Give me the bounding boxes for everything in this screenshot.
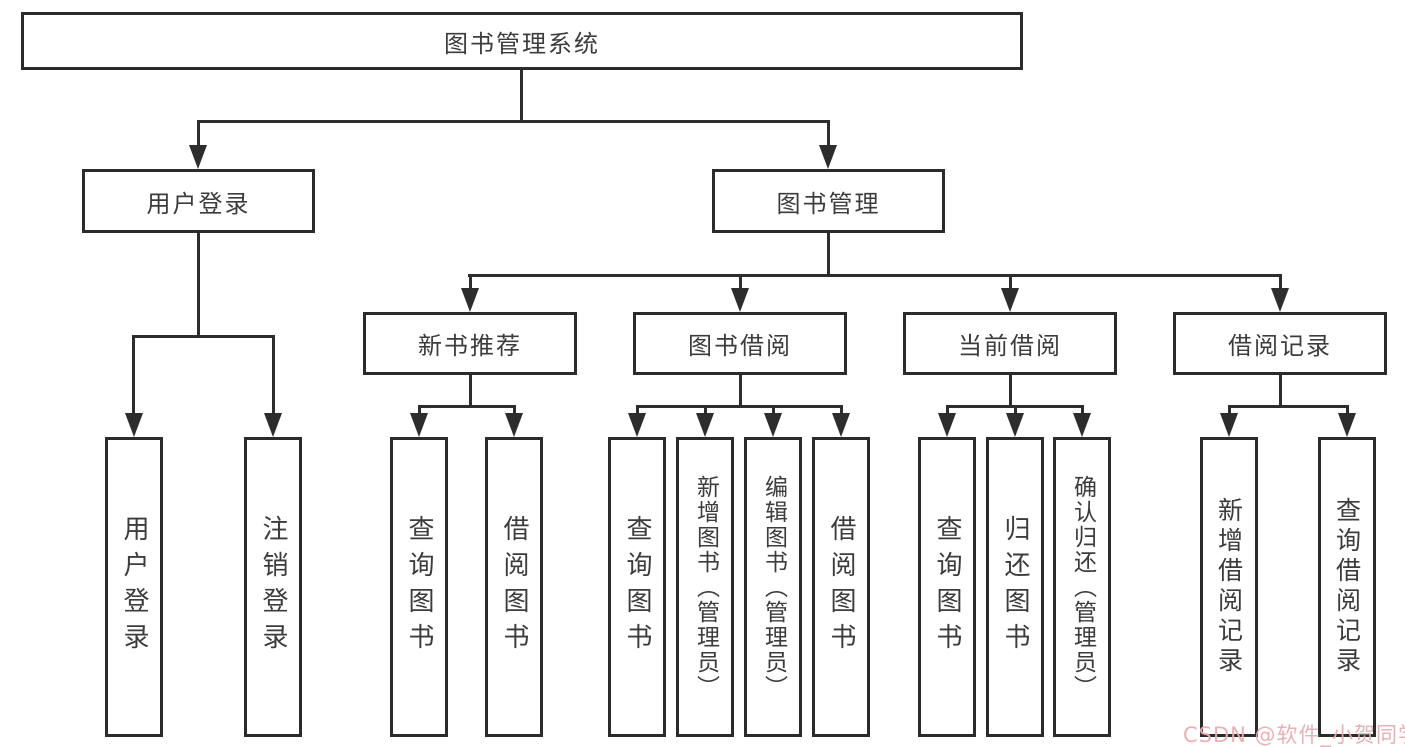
connector-line (197, 233, 200, 337)
leaf-edit-book-admin-label: 编辑图书（管理员） (760, 474, 787, 700)
leaf-query-books-current: 查询图书 (918, 437, 976, 737)
leaf-query-books-borrowing: 查询图书 (608, 437, 666, 737)
down-arrow-icon (628, 413, 646, 437)
leaf-borrow-books-recommend-label: 借阅图书 (499, 515, 529, 659)
leaf-query-books-recommend: 查询图书 (390, 437, 448, 737)
connector-line (418, 405, 516, 408)
down-arrow-icon (696, 413, 714, 437)
leaf-add-book-admin: 新增图书（管理员） (676, 437, 734, 737)
leaf-add-book-admin-label: 新增图书（管理员） (692, 474, 719, 700)
leaf-return-books: 归还图书 (986, 437, 1044, 737)
leaf-confirm-return-admin-label: 确认归还（管理员） (1069, 474, 1096, 700)
down-arrow-icon (731, 288, 749, 312)
csdn-watermark: CSDN @软件_小贺同学 (1183, 723, 1405, 747)
leaf-logout: 注销登录 (244, 437, 302, 737)
node-user-login: 用户登录 (82, 169, 315, 233)
down-arrow-icon (125, 413, 143, 437)
connector-line (1279, 375, 1282, 408)
down-arrow-icon (461, 288, 479, 312)
down-arrow-icon (410, 413, 428, 437)
connector-line (636, 405, 639, 417)
leaf-return-books-label: 归还图书 (1000, 515, 1030, 659)
node-book-borrowing-label: 图书借阅 (688, 332, 792, 360)
down-arrow-icon (189, 145, 207, 169)
down-arrow-icon (938, 413, 956, 437)
connector-line (469, 375, 472, 408)
down-arrow-icon (1220, 413, 1238, 437)
node-root-label: 图书管理系统 (444, 29, 600, 58)
leaf-borrow-books-borrowing: 借阅图书 (812, 437, 870, 737)
leaf-borrow-books-recommend: 借阅图书 (485, 437, 543, 737)
connector-line (1014, 405, 1017, 417)
down-arrow-icon (1338, 413, 1356, 437)
leaf-query-borrow-record-label: 查询借阅记录 (1332, 497, 1362, 677)
down-arrow-icon (1073, 413, 1091, 437)
connector-line (1279, 274, 1282, 291)
node-borrowing-records: 借阅记录 (1173, 312, 1387, 375)
leaf-logout-label: 注销登录 (258, 515, 288, 659)
down-arrow-icon (264, 413, 282, 437)
node-user-login-label: 用户登录 (146, 189, 251, 218)
leaf-borrow-books-borrowing-label: 借阅图书 (826, 515, 856, 659)
connector-line (827, 120, 830, 148)
connector-line (704, 405, 707, 417)
leaf-user-login-label: 用户登录 (119, 515, 149, 659)
connector-line (197, 120, 830, 123)
connector-line (636, 405, 843, 408)
connector-line (946, 405, 949, 417)
down-arrow-icon (1001, 288, 1019, 312)
down-arrow-icon (832, 413, 850, 437)
leaf-add-borrow-record: 新增借阅记录 (1200, 437, 1258, 737)
down-arrow-icon (764, 413, 782, 437)
connector-line (469, 274, 472, 291)
leaf-edit-book-admin: 编辑图书（管理员） (744, 437, 802, 737)
node-book-management-label: 图书管理 (776, 189, 881, 218)
connector-line (1346, 405, 1349, 417)
connector-line (520, 70, 523, 123)
connector-line (739, 375, 742, 408)
connector-line (1009, 375, 1012, 408)
leaf-query-books-borrowing-label: 查询图书 (622, 515, 652, 659)
node-new-book-recommendation-label: 新书推荐 (418, 332, 522, 360)
down-arrow-icon (1271, 288, 1289, 312)
node-current-borrowing: 当前借阅 (903, 312, 1117, 375)
connector-line (272, 335, 275, 417)
leaf-query-books-recommend-label: 查询图书 (404, 515, 434, 659)
down-arrow-icon (1006, 413, 1024, 437)
connector-line (840, 405, 843, 417)
leaf-confirm-return-admin: 确认归还（管理员） (1053, 437, 1111, 737)
connector-line (197, 120, 200, 148)
node-new-book-recommendation: 新书推荐 (363, 312, 577, 375)
down-arrow-icon (505, 413, 523, 437)
node-current-borrowing-label: 当前借阅 (958, 332, 1062, 360)
leaf-user-login: 用户登录 (105, 437, 163, 737)
leaf-add-borrow-record-label: 新增借阅记录 (1214, 497, 1244, 677)
connector-line (1009, 274, 1012, 291)
connector-line (1228, 405, 1349, 408)
connector-line (133, 335, 275, 338)
leaf-query-borrow-record: 查询借阅记录 (1318, 437, 1376, 737)
connector-line (772, 405, 775, 417)
connector-line (827, 233, 830, 277)
node-root: 图书管理系统 (21, 12, 1023, 70)
connector-line (468, 274, 1282, 277)
connector-line (418, 405, 421, 417)
node-book-management: 图书管理 (712, 169, 945, 233)
node-borrowing-records-label: 借阅记录 (1228, 332, 1332, 360)
down-arrow-icon (819, 145, 837, 169)
leaf-query-books-current-label: 查询图书 (932, 515, 962, 659)
connector-line (1081, 405, 1084, 417)
connector-line (1228, 405, 1231, 417)
connector-line (739, 274, 742, 291)
connector-line (513, 405, 516, 417)
connector-line (132, 335, 135, 417)
node-book-borrowing: 图书借阅 (633, 312, 847, 375)
